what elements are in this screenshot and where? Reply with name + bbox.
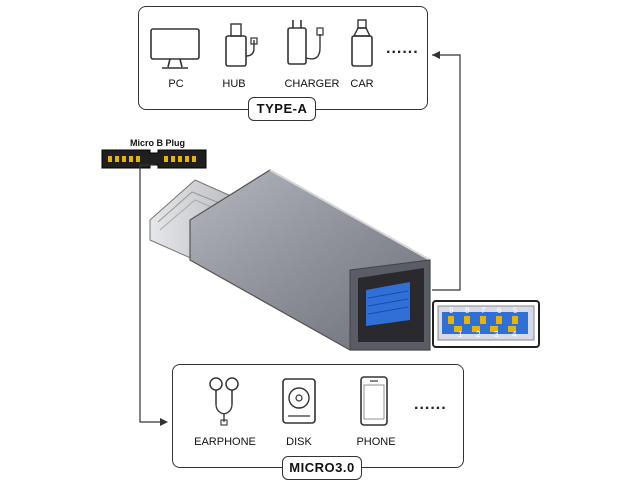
pin-3: 3 [494,330,499,339]
adapter-illustration [149,169,431,351]
micro-b-label: Micro B Plug [130,138,186,148]
pin-5: 5 [513,306,518,315]
pin-6: 6 [497,306,502,315]
usb-hub-icon [225,23,258,67]
micro-b-plug-pinout [101,149,207,169]
device-label-hub: HUB [222,78,246,90]
monitor-icon [150,28,200,69]
pin-1: 1 [458,330,463,339]
pin-7: 7 [481,306,486,315]
pin-4: 4 [512,330,517,339]
micro3-tag: MICRO3.0 [282,456,362,480]
pin-9: 9 [449,306,454,315]
disk-icon [282,378,316,424]
phone-icon [360,376,388,426]
more-devices-ellipsis-bottom: ...... [414,396,447,413]
device-label-car: CAR [350,78,374,90]
device-label-disk: DISK [286,436,312,448]
device-label-charger: CHARGER [284,78,340,90]
device-label-phone: PHONE [356,436,396,448]
device-label-pc: PC [168,78,184,90]
pin-2: 2 [476,330,481,339]
pin-8: 8 [465,306,470,315]
usb-a-pinout [432,300,540,348]
more-devices-ellipsis: ...... [386,40,419,57]
car-charger-icon [351,19,373,67]
charger-icon [287,20,324,65]
type-a-device-panel [138,6,428,110]
device-label-earphone: EARPHONE [194,436,256,448]
earphone-icon [209,377,239,426]
type-a-tag: TYPE-A [248,97,316,121]
